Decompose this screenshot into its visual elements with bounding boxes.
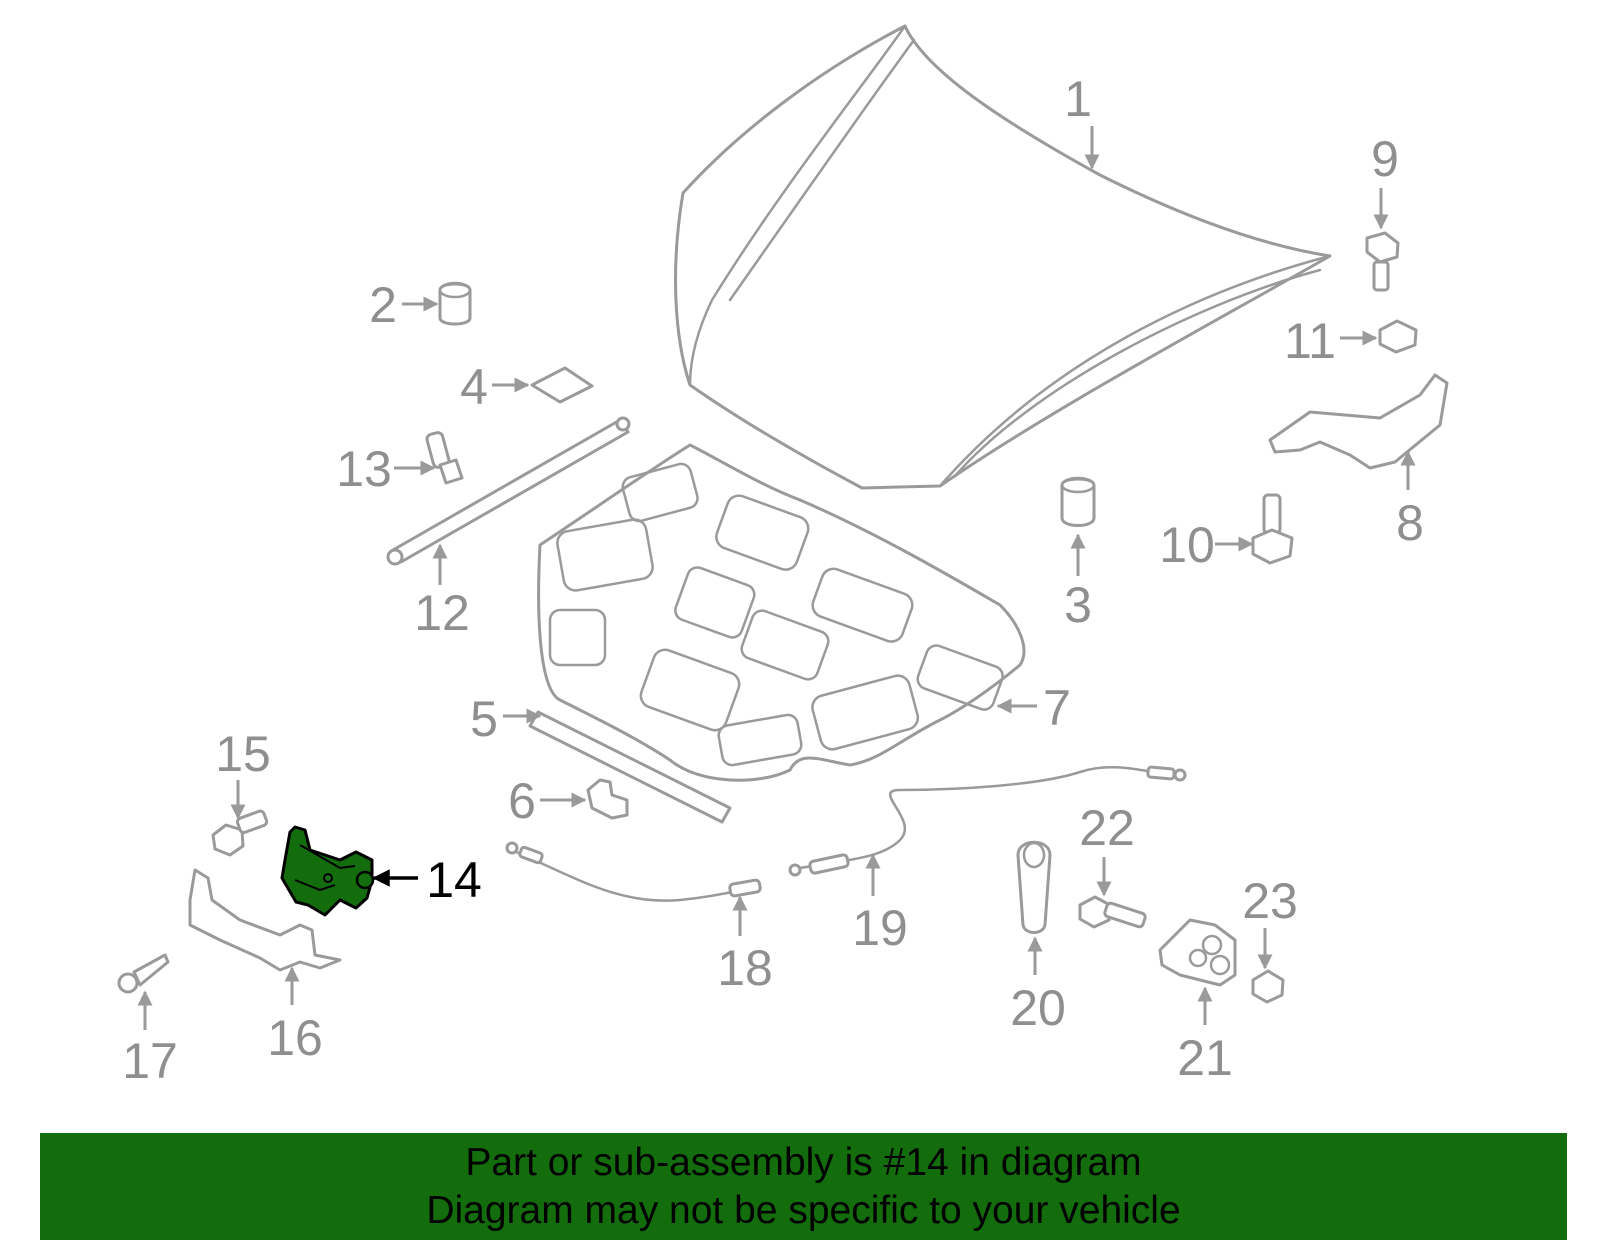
callout-20: 20 bbox=[1010, 980, 1066, 1036]
nut-23 bbox=[1251, 969, 1285, 1004]
lift-support-12 bbox=[386, 416, 631, 566]
callout-7: 7 bbox=[1043, 680, 1071, 736]
bolt-9 bbox=[1365, 231, 1400, 292]
callout-15: 15 bbox=[215, 726, 271, 782]
callout-10: 10 bbox=[1159, 517, 1215, 573]
bolt-15 bbox=[211, 809, 269, 857]
callout-1: 1 bbox=[1064, 71, 1092, 127]
callout-8: 8 bbox=[1396, 495, 1424, 551]
hinge-bracket-8 bbox=[1268, 373, 1449, 470]
hood-panel bbox=[674, 24, 1332, 490]
clip-13 bbox=[425, 431, 464, 485]
release-cable-18 bbox=[505, 841, 762, 902]
bolt-22 bbox=[1078, 895, 1147, 929]
release-handle-20 bbox=[1016, 840, 1052, 934]
banner-line-1: Part or sub-assembly is #14 in diagram bbox=[465, 1140, 1142, 1184]
clip-6 bbox=[586, 778, 629, 820]
bumper-3 bbox=[1060, 476, 1096, 527]
bolt-10 bbox=[1251, 493, 1294, 565]
callout-21: 21 bbox=[1177, 1030, 1233, 1086]
washer-4 bbox=[530, 366, 594, 404]
info-banner: Part or sub-assembly is #14 in diagram D… bbox=[40, 1133, 1567, 1240]
callout-13: 13 bbox=[336, 441, 392, 497]
callout-19: 19 bbox=[852, 900, 908, 956]
callout-5: 5 bbox=[470, 691, 498, 747]
callout-3: 3 bbox=[1064, 577, 1092, 633]
release-cable-19 bbox=[788, 765, 1187, 877]
callout-17: 17 bbox=[122, 1033, 178, 1089]
nut-11 bbox=[1378, 319, 1418, 354]
callout-16: 16 bbox=[267, 1010, 323, 1066]
callout-6: 6 bbox=[508, 773, 536, 829]
callout-18: 18 bbox=[717, 940, 773, 996]
latch-bracket-16 bbox=[188, 868, 342, 972]
callout-11: 11 bbox=[1284, 313, 1336, 369]
callout-9: 9 bbox=[1371, 131, 1399, 187]
hood-insulator bbox=[537, 443, 1026, 782]
callout-4: 4 bbox=[460, 359, 488, 415]
hood-latch-14-highlighted[interactable] bbox=[280, 825, 375, 917]
callout-2: 2 bbox=[369, 277, 397, 333]
callout-12: 12 bbox=[414, 585, 470, 641]
callout-22: 22 bbox=[1079, 800, 1135, 856]
handle-bracket-21 bbox=[1158, 918, 1237, 987]
callout-14: 14 bbox=[426, 852, 482, 908]
callout-23: 23 bbox=[1242, 873, 1298, 929]
clip-17 bbox=[117, 953, 170, 994]
bumper-2 bbox=[438, 281, 472, 326]
banner-line-2: Diagram may not be specific to your vehi… bbox=[426, 1188, 1181, 1232]
